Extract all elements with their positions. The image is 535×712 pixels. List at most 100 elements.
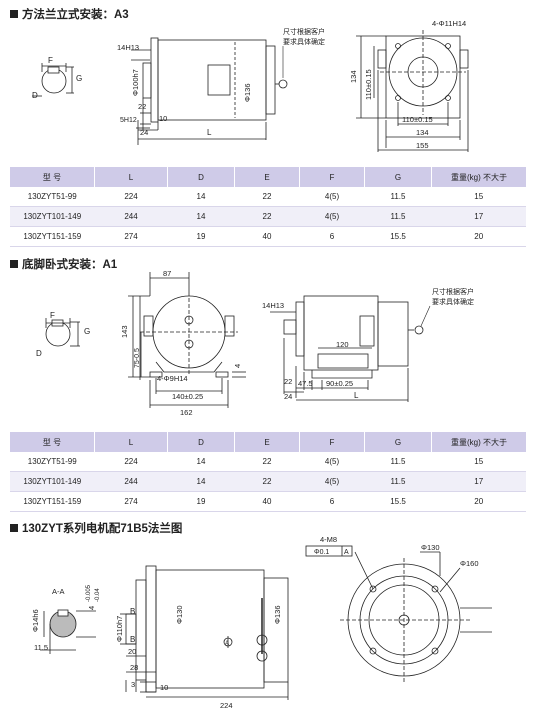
- col-E: E: [234, 432, 300, 452]
- flange-marker-a: A: [225, 641, 229, 647]
- cell: 130ZYT151-159: [10, 491, 95, 512]
- col-L: L: [94, 432, 168, 452]
- a1-dim-120: 120: [336, 340, 349, 349]
- cell: 130ZYT51-99: [10, 452, 95, 472]
- a3-dim-110h: 110±0.15: [402, 115, 433, 124]
- cell: 4(5): [299, 187, 365, 207]
- cell: 130ZYT151-159: [10, 226, 95, 247]
- cell: 244: [94, 206, 168, 227]
- col-D: D: [167, 432, 235, 452]
- col-D: D: [167, 167, 235, 187]
- cell: 17: [431, 206, 526, 227]
- a1-dim-22: 22: [284, 377, 292, 386]
- a1-dim-L: L: [354, 391, 359, 400]
- a3-note-line1: 尺寸根据客户: [283, 27, 325, 36]
- cell: 14: [167, 452, 235, 472]
- cell: 40: [234, 226, 300, 247]
- cell: 20: [431, 491, 526, 512]
- flange-dim-110h7: Φ110h7: [115, 616, 124, 642]
- flange-letter-b-bottom: B: [130, 635, 135, 644]
- a3-shaft-end-view: [32, 63, 74, 97]
- flange-dim-11-5: 11.5: [34, 643, 48, 652]
- a3-dim-F: F: [48, 56, 53, 65]
- cell: 14: [167, 471, 235, 492]
- a3-dim-110v: 110±0.15: [364, 69, 373, 100]
- a1-dim-D: D: [36, 349, 42, 358]
- flange-dim-10: 10: [160, 683, 168, 692]
- col-F: F: [299, 167, 365, 187]
- a1-dim-140: 140±0.25: [172, 392, 203, 401]
- a1-dim-75: 75-0.5: [134, 348, 141, 368]
- a3-side-view: [131, 37, 288, 145]
- flange-tol-lower: -0.04: [95, 588, 101, 602]
- flange-dim-224: 224: [220, 701, 233, 710]
- a3-dim-5h12: 5H12: [120, 117, 137, 124]
- cell: 14: [167, 206, 235, 227]
- cell: 130ZYT51-99: [10, 187, 95, 207]
- cell: 4(5): [299, 206, 365, 227]
- a3-dim-14h13: 14H13: [117, 43, 139, 52]
- a3-dim-134h: 134: [416, 128, 429, 137]
- flange-tol-frame: [305, 545, 353, 557]
- flange-letter-b-top: B: [130, 607, 135, 616]
- a3-front-view: [356, 30, 469, 152]
- a1-drawing: F G D 87 143 75-0.5 4 4-Φ9H14 140±0.25 1…: [36, 269, 474, 417]
- flange-dim-r160: Φ160: [460, 559, 479, 568]
- a3-dim-d136: Φ136: [243, 84, 252, 103]
- a3-dim-d100: Φ100h7: [131, 69, 140, 96]
- bullet-square: [10, 10, 18, 18]
- a1-dim-162: 162: [180, 408, 193, 417]
- cell: 244: [94, 471, 168, 492]
- a3-dim-D: D: [32, 91, 38, 100]
- a1-side-view: [270, 295, 424, 402]
- cell: 11.5: [364, 471, 432, 492]
- cell: 19: [167, 226, 235, 247]
- a3-drawing: F G D 14H13 Φ100h7 Φ136 22 5H12 10 24 L …: [32, 20, 469, 152]
- cell: 11.5: [364, 206, 432, 227]
- a3-dim-L: L: [207, 128, 212, 137]
- cell: 22: [234, 452, 300, 472]
- a1-dim-14h13: 14H13: [262, 301, 284, 310]
- a3-dim-10: 10: [159, 114, 167, 123]
- cell: 11.5: [364, 187, 432, 207]
- col-model: 型 号: [10, 167, 95, 187]
- cell: 15.5: [364, 491, 432, 512]
- cell: 4(5): [299, 471, 365, 492]
- cell: 130ZYT101-149: [10, 206, 95, 227]
- col-model: 型 号: [10, 432, 95, 452]
- cell: 40: [234, 491, 300, 512]
- a1-front-view: [128, 272, 246, 408]
- flange-dim-tol: 4: [87, 606, 96, 610]
- table-header-row: 型 号 L D E F G 重量(kg) 不大于: [10, 432, 526, 452]
- section-title-flange: 130ZYT系列电机配71B5法兰图: [10, 520, 182, 536]
- cell: 274: [94, 226, 168, 247]
- a1-dim-4: 4: [233, 364, 242, 368]
- a3-dim-134v: 134: [349, 70, 358, 83]
- cell: 6: [299, 226, 365, 247]
- a3-hole-label: 4-Φ11H14: [432, 20, 466, 28]
- a1-dim-G: G: [84, 327, 90, 336]
- a1-note-line2: 要求具体确定: [432, 297, 474, 306]
- cell: 22: [234, 187, 300, 207]
- flange-dim-r130: Φ130: [421, 543, 440, 552]
- cell: 224: [94, 452, 168, 472]
- cell: 4(5): [299, 452, 365, 472]
- a1-dim-F: F: [50, 311, 55, 320]
- a1-note-leader: [420, 305, 431, 327]
- cell: 11.5: [364, 452, 432, 472]
- cell: 14: [167, 187, 235, 207]
- cell: 224: [94, 187, 168, 207]
- cell: 22: [234, 206, 300, 227]
- section-title-a1: 底脚卧式安装：A1: [10, 256, 117, 272]
- cell: 15: [431, 187, 526, 207]
- cell: 274: [94, 491, 168, 512]
- flange-dim-3: 3: [131, 680, 135, 689]
- flange-tol-upper: -0.005: [86, 584, 92, 602]
- a3-dim-155: 155: [416, 141, 429, 150]
